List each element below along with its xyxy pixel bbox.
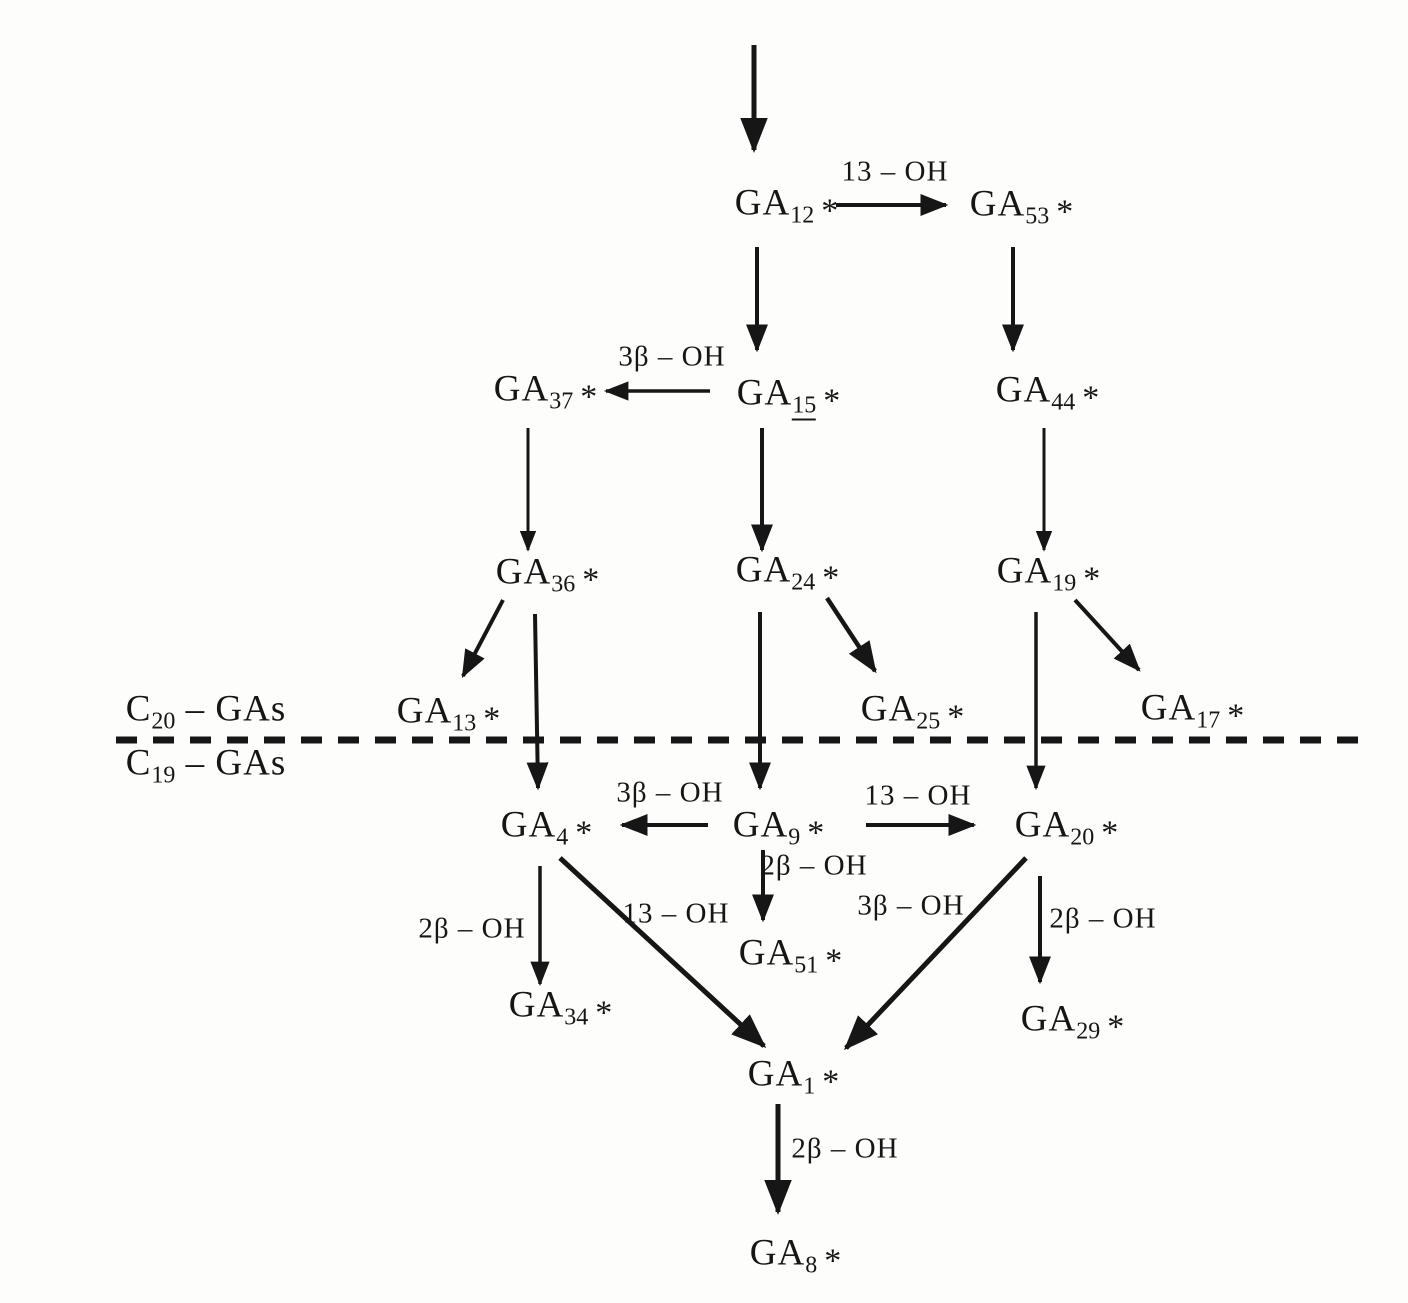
arrow-ga20-ga1	[843, 856, 1028, 1051]
node-GA17: GA17*	[1140, 687, 1246, 735]
edge-label-ga9-ga20: 13 – OH	[864, 779, 972, 812]
edge-label-ga20-ga29: 2β – OH	[1049, 902, 1157, 935]
edge-label-ga9-ga51: 2β – OH	[760, 849, 868, 882]
arrow-ga36-ga4	[526, 613, 549, 791]
node-GA20: GA20*	[1014, 804, 1120, 852]
node-GA24: GA24*	[735, 549, 841, 597]
node-GA25: GA25*	[860, 688, 966, 736]
edge-label-ga20-ga1: 3β – OH	[857, 889, 965, 922]
node-GA4: GA4*	[500, 804, 594, 852]
node-GA19: GA19*	[996, 550, 1102, 598]
node-GA8: GA8*	[749, 1232, 843, 1280]
node-GA29: GA29*	[1020, 998, 1126, 1046]
node-GA15: GA15*	[736, 372, 842, 421]
arrow-ga4-ga1	[558, 856, 767, 1049]
node-GA12: GA12*	[734, 182, 840, 230]
edge-label-ga4-ga34: 2β – OH	[418, 912, 526, 945]
arrow-ga19-ga17	[1073, 598, 1141, 672]
node-GA9: GA9*	[732, 804, 826, 852]
node-GA44: GA44*	[995, 369, 1101, 417]
region-label-c20-gas: C20 – GAs	[125, 688, 287, 735]
node-GA34: GA34*	[508, 984, 614, 1032]
edge-label-ga15-ga37: 3β – OH	[618, 340, 726, 373]
node-GA53: GA53*	[969, 183, 1075, 231]
arrow-ga24-ga25	[825, 596, 877, 674]
edge-label-ga4-ga1: 13 – OH	[622, 897, 730, 930]
node-GA37: GA37*	[493, 368, 599, 416]
node-GA51: GA51*	[738, 932, 844, 980]
node-GA36: GA36*	[495, 551, 601, 599]
edge-label-ga1-ga8: 2β – OH	[791, 1132, 899, 1165]
region-label-c19-gas: C19 – GAs	[125, 742, 287, 789]
edge-label-ga12-ga53: 13 – OH	[841, 155, 949, 188]
edge-label-ga9-ga4: 3β – OH	[616, 776, 724, 809]
node-GA1: GA1*	[747, 1053, 841, 1101]
node-GA13: GA13*	[396, 690, 502, 738]
arrow-ga36-ga13	[461, 599, 505, 679]
